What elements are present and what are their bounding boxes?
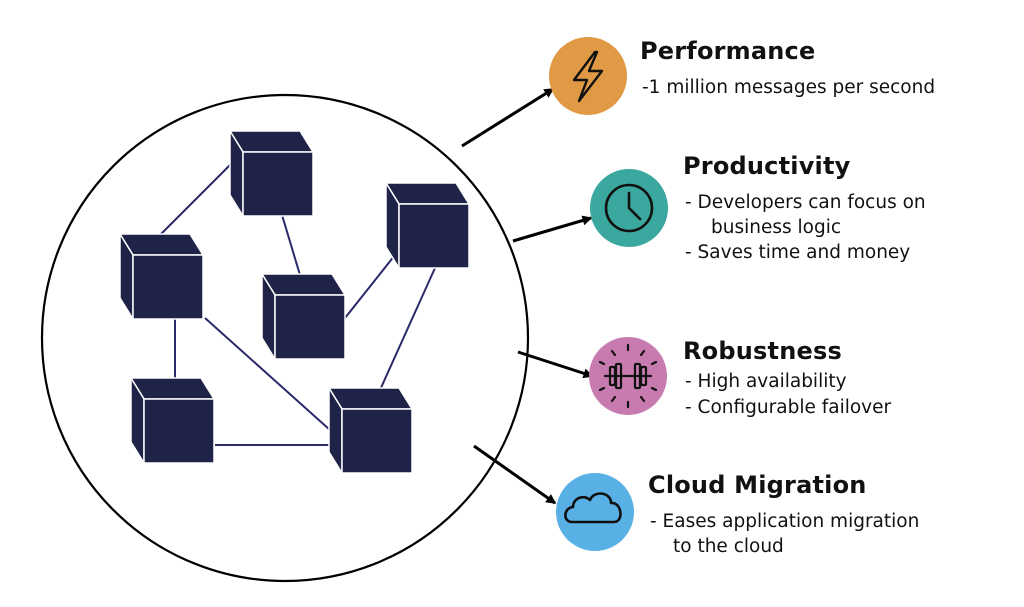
node-connectors: [159, 164, 436, 446]
dumbbell-icon: [589, 337, 667, 415]
clock-icon: [590, 169, 668, 247]
cloud-migration-line-1: - Eases application migration: [650, 511, 920, 532]
arrow-to-productivity: [512, 215, 593, 243]
productivity-title: Productivity: [683, 152, 851, 180]
cube-node-1: [228, 128, 315, 219]
arrow-to-robustness: [517, 350, 594, 379]
robustness-line-1: - High availability: [685, 371, 847, 392]
productivity-line-3: - Saves time and money: [685, 242, 911, 263]
cube-node-4: [260, 271, 347, 362]
lightning-bolt-icon: [549, 37, 627, 115]
cloud-migration-line-2: to the cloud: [673, 536, 784, 557]
cube-node-5: [129, 375, 216, 466]
robustness-title: Robustness: [683, 337, 842, 365]
cube-node-6: [327, 385, 414, 476]
cloud-icon: [556, 473, 634, 551]
productivity-line-2: business logic: [711, 217, 842, 238]
robustness-line-2: - Configurable failover: [685, 397, 892, 418]
cube-node-2: [384, 180, 471, 271]
performance-title: Performance: [640, 37, 816, 65]
cloud-migration-title: Cloud Migration: [648, 471, 867, 499]
cube-node-3: [118, 231, 205, 322]
productivity-line-1: - Developers can focus on: [685, 192, 926, 213]
arrow-to-cloud-migration: [473, 444, 557, 505]
arrow-to-performance: [461, 87, 555, 148]
performance-line-1: -1 million messages per second: [642, 77, 936, 98]
